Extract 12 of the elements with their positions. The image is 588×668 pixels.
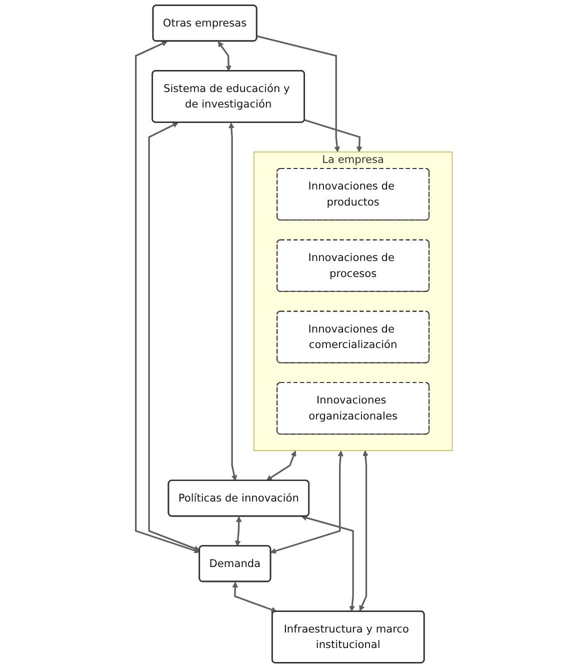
- arrow: [304, 119, 362, 152]
- arrow: [218, 41, 232, 72]
- arrow: [301, 514, 355, 612]
- arrow: [270, 450, 344, 554]
- arrow: [148, 122, 200, 552]
- arrow: [359, 450, 368, 612]
- arrow: [266, 450, 296, 481]
- arrow: [232, 582, 277, 612]
- arrow: [228, 122, 238, 481]
- arrow: [256, 35, 340, 152]
- arrow: [234, 516, 242, 546]
- arrow: [135, 40, 200, 554]
